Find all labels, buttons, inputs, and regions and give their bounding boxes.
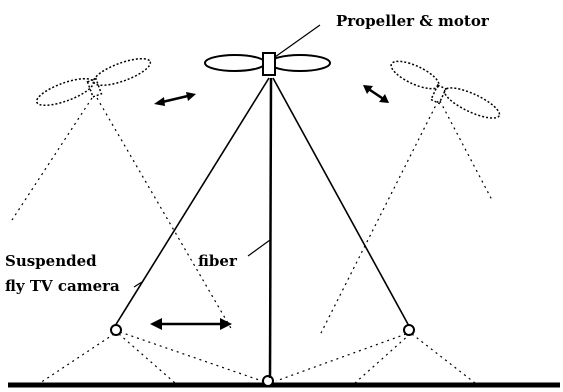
motor-center bbox=[262, 52, 276, 76]
camera-left bbox=[110, 324, 122, 336]
motion-arrow-top-left bbox=[154, 92, 196, 106]
motion-arrow-bottom bbox=[150, 318, 232, 330]
camera-right bbox=[403, 324, 415, 336]
propeller-left bbox=[35, 57, 152, 107]
tether-right-solid bbox=[272, 77, 410, 327]
camera-ground-dotted-lines bbox=[39, 331, 476, 384]
ground-anchor bbox=[262, 375, 274, 387]
fiber-label: fiber bbox=[198, 252, 238, 270]
propeller-center bbox=[204, 52, 331, 76]
camera-label-line1: Suspended bbox=[5, 252, 97, 270]
main-fiber bbox=[268, 77, 273, 379]
tether-left-solid bbox=[114, 77, 270, 327]
motion-arrow-top-right bbox=[363, 85, 389, 103]
fiber-label-leader bbox=[247, 239, 271, 257]
right-dotted-tethers bbox=[319, 100, 493, 336]
left-dotted-tethers bbox=[11, 97, 233, 331]
camera-label-line2: fly TV camera bbox=[5, 277, 120, 295]
camera-label-leader bbox=[133, 281, 143, 288]
propeller-label-leader bbox=[274, 24, 321, 58]
propeller-motor-label: Propeller & motor bbox=[336, 12, 490, 30]
propeller-right bbox=[390, 60, 501, 119]
